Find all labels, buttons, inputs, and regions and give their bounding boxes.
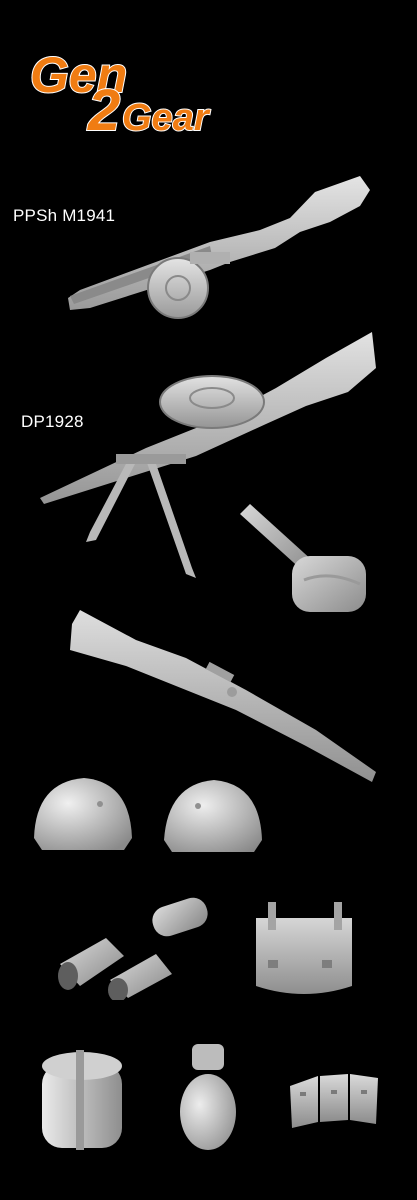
logo-numeral: 2 <box>87 78 120 140</box>
ppsh-m1941-image <box>60 170 372 320</box>
logo-word-gear: Gear <box>122 97 211 139</box>
grenade-bundle-image <box>234 500 374 618</box>
mess-kit-image <box>36 1046 128 1154</box>
logo-word-gen: Gen <box>30 47 127 103</box>
rifle-image <box>66 606 380 790</box>
gen2gear-logo: Gen 2 Gear <box>22 30 222 140</box>
ppsh-m1941-label: PPSh M1941 <box>13 206 116 225</box>
dp1928-label: DP1928 <box>21 412 84 431</box>
binoculars-image <box>54 896 212 1000</box>
dp1928-image <box>36 328 380 590</box>
canteen-image <box>176 1040 240 1152</box>
ammo-pouches-image <box>286 1070 382 1130</box>
helmet-right-image <box>158 776 268 856</box>
helmet-left-image <box>28 772 138 854</box>
bread-bag-image <box>248 898 360 1002</box>
gen2gear-logo-graphic: Gen 2 Gear <box>29 46 212 140</box>
